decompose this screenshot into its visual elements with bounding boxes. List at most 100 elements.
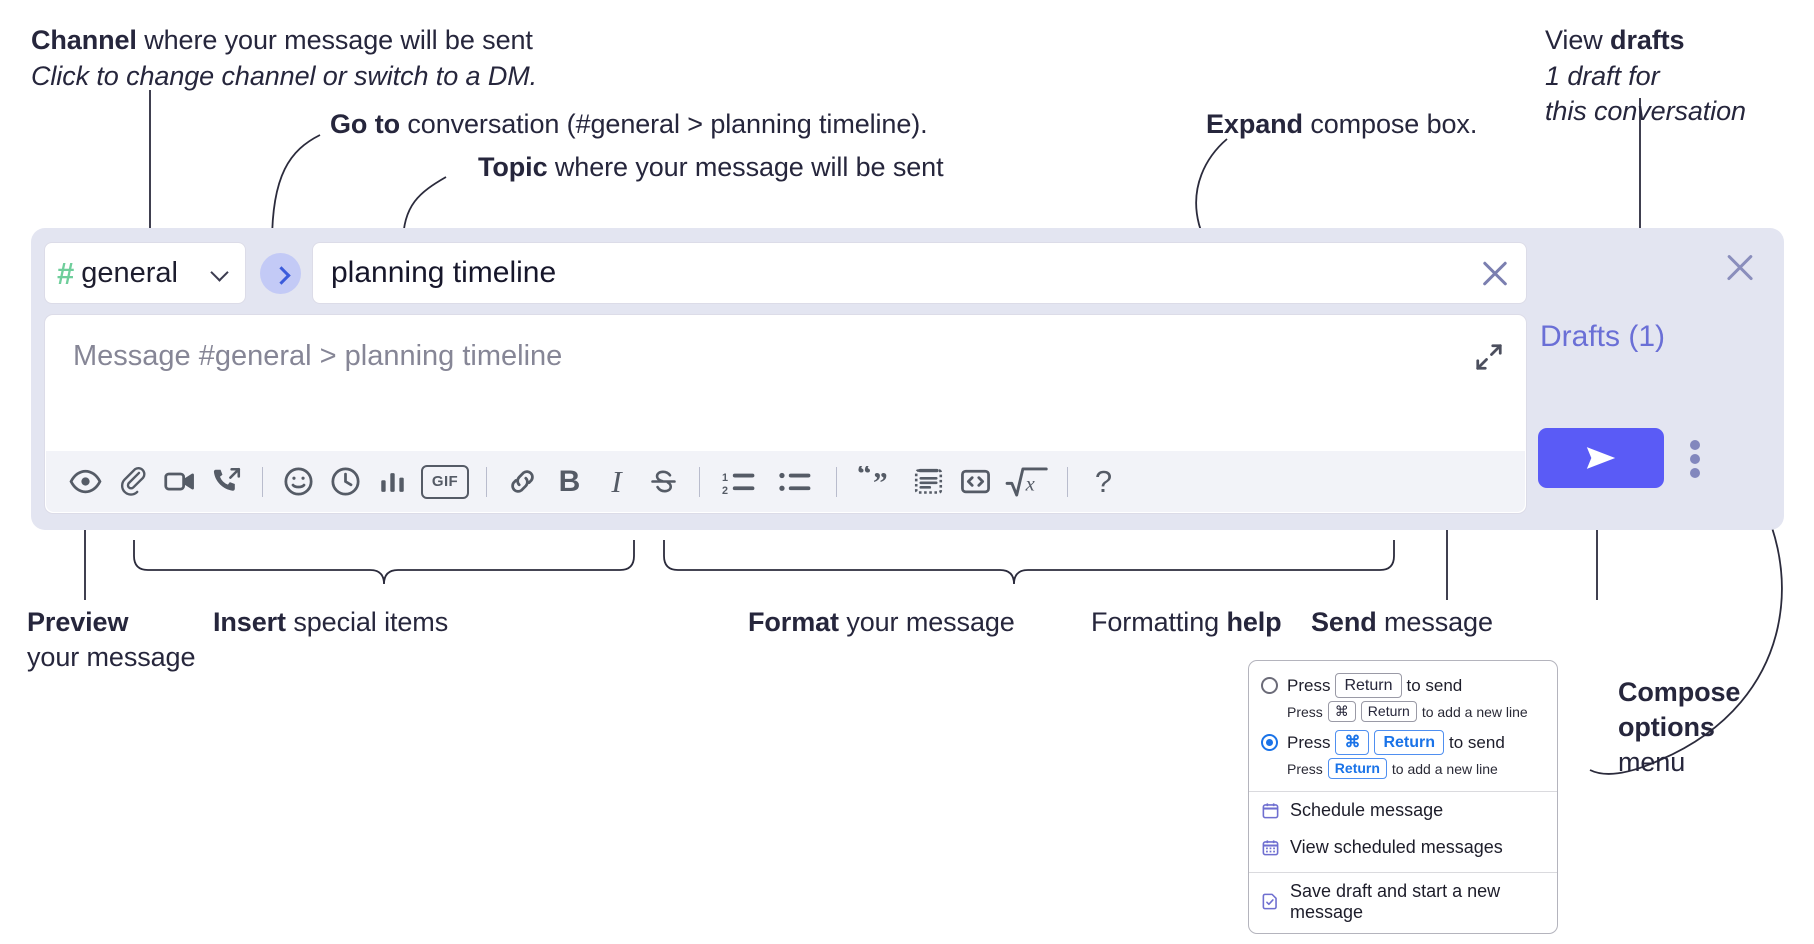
menu-radio-cmd-return-to-send[interactable]: Press ⌘ Return to send (1249, 728, 1557, 756)
calendar-icon (1261, 801, 1280, 820)
gif-icon: GIF (421, 464, 469, 499)
ordered-list-button[interactable]: 1 2 (712, 460, 768, 504)
code-block-button[interactable] (905, 460, 952, 504)
menu-item-label: Save draft and start a new message (1290, 880, 1501, 922)
goto-conversation-button[interactable] (260, 253, 301, 294)
bulleted-list-button[interactable] (768, 460, 824, 504)
radio1-sub-key-1: ⌘ (1327, 701, 1356, 722)
poll-button[interactable] (369, 460, 416, 504)
bold-button[interactable]: B (546, 460, 593, 504)
formatting-toolbar: GIF B I (46, 451, 1525, 512)
compose-header-row: # general planning timeline (44, 242, 1527, 304)
send-button[interactable] (1538, 428, 1664, 488)
annotation-expand-rest: compose box. (1302, 109, 1478, 139)
radio1-press-label: Press (1287, 675, 1331, 695)
drafts-link[interactable]: Drafts (1) (1540, 320, 1666, 353)
italic-button[interactable]: I (593, 460, 640, 504)
svg-text:2: 2 (722, 485, 728, 497)
annotation-compose-options-bold1: Compose (1618, 677, 1741, 707)
separator-3 (699, 466, 700, 497)
topic-input[interactable]: planning timeline (312, 242, 1527, 304)
compose-box: # general planning timeline Message #gen… (31, 228, 1784, 530)
annotation-format-bold: Format (748, 607, 839, 637)
annotation-help-normal: Formatting (1091, 607, 1227, 637)
blockquote-button[interactable]: “ ” (849, 460, 905, 504)
record-audio-clip-button[interactable] (203, 460, 250, 504)
link-button[interactable] (499, 460, 546, 504)
message-input[interactable]: Message #general > planning timeline (44, 314, 1527, 514)
send-paper-plane-icon (1586, 447, 1616, 469)
annotation-topic: Topic where your message will be sent (478, 150, 944, 186)
menu-item-save-draft[interactable]: Save draft and start a new message (1249, 873, 1557, 933)
radio2-key-2: Return (1374, 729, 1445, 756)
annotation-format: Format your message (748, 605, 1015, 641)
annotation-preview: Preview your message (27, 605, 195, 674)
annotation-drafts-italic1: 1 draft for (1545, 60, 1660, 91)
chevron-down-icon (211, 264, 229, 282)
close-icon[interactable] (1723, 251, 1757, 285)
annotation-preview-rest: your message (27, 641, 196, 672)
channel-selector[interactable]: # general (44, 242, 246, 304)
calendar-grid-icon (1261, 838, 1280, 857)
annotation-channel-italic: Click to change channel or switch to a D… (31, 60, 538, 91)
math-button[interactable]: x (999, 460, 1055, 504)
annotation-compose-options-rest: menu (1618, 747, 1686, 778)
annotation-channel: Channel where your message will be sent … (31, 23, 537, 94)
annotation-send: Send message (1311, 605, 1493, 641)
inline-code-button[interactable] (952, 460, 999, 504)
radio1-key: Return (1335, 673, 1402, 699)
radio1-sub-key-2: Return (1360, 701, 1417, 722)
menu-radio-return-sub: Press ⌘ Return to add a new line (1249, 698, 1557, 728)
reminder-button[interactable] (322, 460, 369, 504)
menu-divider-2 (1249, 871, 1557, 873)
radio2-press-label: Press (1287, 732, 1331, 752)
annotation-expand: Expand compose box. (1206, 107, 1477, 143)
annotation-channel-bold: Channel (31, 25, 137, 55)
record-video-clip-button[interactable] (156, 460, 203, 504)
question-mark-icon: ? (1094, 463, 1113, 499)
separator-1 (262, 466, 263, 497)
radio1-sub-action: to add a new line (1421, 703, 1528, 720)
annotation-help-bold: help (1226, 607, 1282, 637)
annotation-channel-rest: where your message will be sent (136, 25, 533, 55)
gif-button[interactable]: GIF (416, 460, 474, 504)
attach-file-button[interactable] (109, 460, 156, 504)
compose-options-menu: Press Return to send Press ⌘ Return to a… (1248, 660, 1558, 934)
annotation-preview-bold: Preview (27, 607, 129, 637)
radio2-sub-key: Return (1327, 758, 1387, 779)
formatting-help-button[interactable]: ? (1080, 460, 1127, 504)
annotation-format-rest: your message (838, 607, 1015, 637)
menu-item-schedule-message[interactable]: Schedule message (1249, 792, 1557, 829)
separator-2 (486, 466, 487, 497)
separator-5 (1067, 466, 1068, 497)
svg-text:x: x (1025, 473, 1035, 495)
radio2-action-label: to send (1449, 732, 1505, 752)
menu-divider-1 (1249, 790, 1557, 792)
radio1-sub-press: Press (1287, 703, 1323, 720)
annotation-help: Formatting help (1091, 605, 1282, 641)
bold-icon: B (558, 464, 581, 498)
save-draft-icon (1261, 892, 1280, 911)
radio2-sub-action: to add a new line (1391, 760, 1498, 777)
annotation-drafts-bold: drafts (1610, 25, 1685, 55)
radio-unselected-icon (1261, 677, 1278, 695)
annotation-compose-options-bold2: options (1618, 712, 1715, 743)
svg-text:1: 1 (722, 471, 728, 483)
preview-message-button[interactable] (62, 460, 109, 504)
hash-icon: # (57, 255, 75, 291)
more-vertical-icon[interactable] (1690, 440, 1700, 478)
emoji-button[interactable] (275, 460, 322, 504)
expand-compose-icon[interactable] (1474, 342, 1504, 372)
menu-radio-cmd-return-sub: Press Return to add a new line (1249, 755, 1557, 785)
annotation-send-bold: Send (1311, 607, 1377, 637)
radio2-key-1: ⌘ (1335, 729, 1370, 756)
menu-item-view-scheduled-messages[interactable]: View scheduled messages (1249, 829, 1557, 866)
topic-clear-icon[interactable] (1478, 256, 1512, 290)
annotation-goto-rest: conversation (#general > planning timeli… (399, 109, 928, 139)
annotation-insert: Insert special items (213, 605, 448, 641)
strikethrough-button[interactable] (640, 460, 687, 504)
svg-text:“: “ (857, 466, 872, 490)
menu-item-label: View scheduled messages (1290, 836, 1503, 857)
menu-radio-return-to-send[interactable]: Press Return to send (1249, 671, 1557, 699)
italic-icon: I (611, 463, 622, 499)
